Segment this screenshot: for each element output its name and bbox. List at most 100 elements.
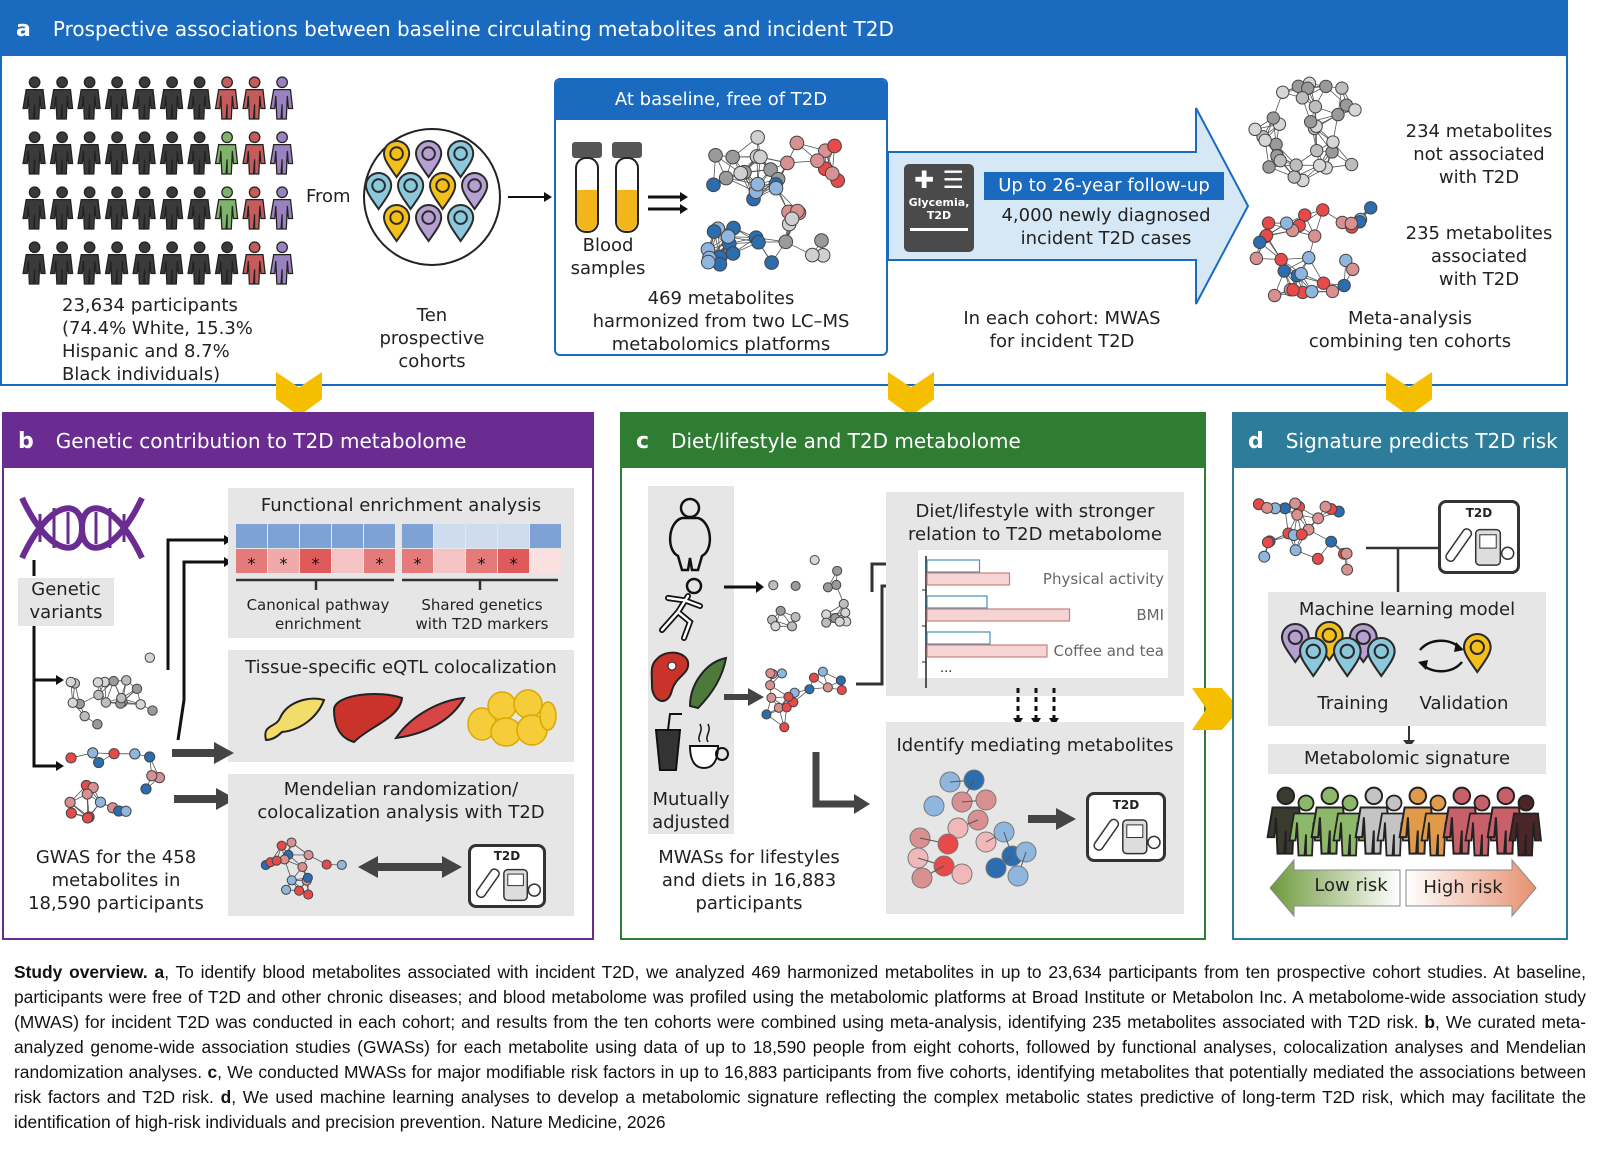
network-node xyxy=(824,166,840,181)
t2d-device-d-label: T2D xyxy=(1465,506,1493,520)
caption-d-letter: d xyxy=(220,1087,232,1107)
assoc-line3: with T2D xyxy=(1438,269,1520,290)
network-node xyxy=(1344,157,1359,172)
network-node xyxy=(79,710,90,722)
heatmap-cell xyxy=(466,549,497,573)
network-node xyxy=(286,837,297,848)
network-node xyxy=(765,668,776,679)
associated-label: 235 metabolites associated with T2D xyxy=(1392,222,1566,291)
followup-title: Up to 26-year follow-up xyxy=(984,172,1224,200)
network-node xyxy=(1303,115,1318,129)
network-node xyxy=(725,149,741,165)
network-node xyxy=(321,859,332,870)
blood-tubes-icon xyxy=(572,142,642,233)
network-node xyxy=(706,177,721,193)
network-node xyxy=(93,756,105,769)
participants-people-icons xyxy=(22,76,294,285)
network-node xyxy=(821,617,832,628)
person-icon xyxy=(269,131,294,175)
mediator-node xyxy=(1007,865,1029,887)
network-node xyxy=(131,683,143,695)
mediator-node xyxy=(923,795,945,817)
mediator-node xyxy=(975,789,997,811)
mendelian-title: Mendelian randomization/ colocalization … xyxy=(228,778,574,824)
glucose-meter-icon xyxy=(1445,528,1515,566)
t2d-device-icon-b xyxy=(468,844,546,908)
heatmap-cell xyxy=(268,524,299,548)
network-node xyxy=(1274,252,1288,267)
heatmap-cell xyxy=(434,549,465,573)
cycle-arrows-icon xyxy=(1418,639,1464,673)
heatmap-cell xyxy=(300,549,331,573)
network-node xyxy=(1326,135,1340,149)
network-node xyxy=(765,680,776,691)
network-node xyxy=(1325,284,1340,299)
network-node xyxy=(1341,563,1354,576)
mutually-adjusted-label: Mutually adjusted xyxy=(648,788,734,834)
shared-line1: Shared genetics xyxy=(421,596,543,614)
bar-label: Coffee and tea xyxy=(1053,642,1164,660)
mediator-node xyxy=(985,857,1007,879)
network-node xyxy=(1295,91,1310,105)
mediating-metabolites-icon xyxy=(907,769,1037,889)
significance-star: * xyxy=(248,554,256,573)
mediator-node xyxy=(937,833,959,855)
panel-c-header: c Diet/lifestyle and T2D metabolome xyxy=(622,414,1204,468)
network-node xyxy=(297,861,308,873)
person-icon xyxy=(214,186,239,230)
panel-d-letter: d xyxy=(1248,428,1264,454)
network-node xyxy=(286,875,297,886)
participants-line2: (74.4% White, 15.3% xyxy=(62,318,253,339)
person-icon xyxy=(1508,794,1543,857)
heatmap-cell xyxy=(530,549,561,573)
meta-line1: Meta-analysis xyxy=(1347,308,1473,329)
low-risk-label: Low risk xyxy=(1314,875,1388,896)
network-node xyxy=(764,255,779,270)
arrow-right-icon xyxy=(724,581,764,593)
network-node xyxy=(770,621,781,632)
metabolites-line2: harmonized from two LC–MS xyxy=(592,311,850,332)
participants-line3: Hispanic and 8.7% xyxy=(62,341,230,362)
ml-title: Machine learning model xyxy=(1298,599,1516,620)
location-pin-icon xyxy=(1366,636,1396,678)
person-icon xyxy=(269,76,294,120)
not-associated-network-icon xyxy=(1248,76,1362,188)
network-node xyxy=(810,153,825,169)
location-pin-icon xyxy=(447,140,475,179)
gwas-line1: GWAS for the 458 xyxy=(35,847,197,868)
network-node xyxy=(831,579,842,590)
mwas-c-line3: participants xyxy=(695,893,803,914)
network-node xyxy=(1287,170,1301,184)
heatmap-cell xyxy=(402,549,433,573)
metabolites-line1: 469 metabolites xyxy=(647,288,795,309)
network-node xyxy=(93,689,104,701)
network-node xyxy=(1312,158,1327,173)
person-icon xyxy=(242,131,266,175)
arrow-to-eqtl-icon xyxy=(172,742,234,764)
risk-gradient-people-icon xyxy=(1266,786,1543,857)
mr-line2: colocalization analysis with T2D xyxy=(257,802,545,823)
cohorts-pins-icon xyxy=(363,128,501,266)
mediator-node xyxy=(951,863,973,885)
network-node xyxy=(822,582,833,593)
meter-screen xyxy=(1479,534,1497,549)
network-node xyxy=(144,652,156,663)
person-icon xyxy=(49,131,74,175)
location-pin-icon xyxy=(461,172,489,211)
shared-label: Shared genetics with T2D markers xyxy=(400,596,564,634)
arrow-right-icon xyxy=(724,688,764,706)
network-node xyxy=(832,565,843,576)
dna-icon xyxy=(19,496,145,560)
mwas-line1: In each cohort: MWAS xyxy=(963,308,1161,329)
network-node xyxy=(781,702,792,713)
from-label: From xyxy=(306,186,351,207)
network-node xyxy=(302,872,313,883)
person-icon xyxy=(242,186,266,230)
network-node xyxy=(822,682,833,693)
person-icon xyxy=(22,186,46,230)
network-node xyxy=(1344,216,1358,231)
caption-d-text: , We used machine learning analyses to d… xyxy=(14,1087,1587,1132)
network-node xyxy=(750,176,766,192)
cohorts-label: Ten prospective cohorts xyxy=(362,304,502,373)
